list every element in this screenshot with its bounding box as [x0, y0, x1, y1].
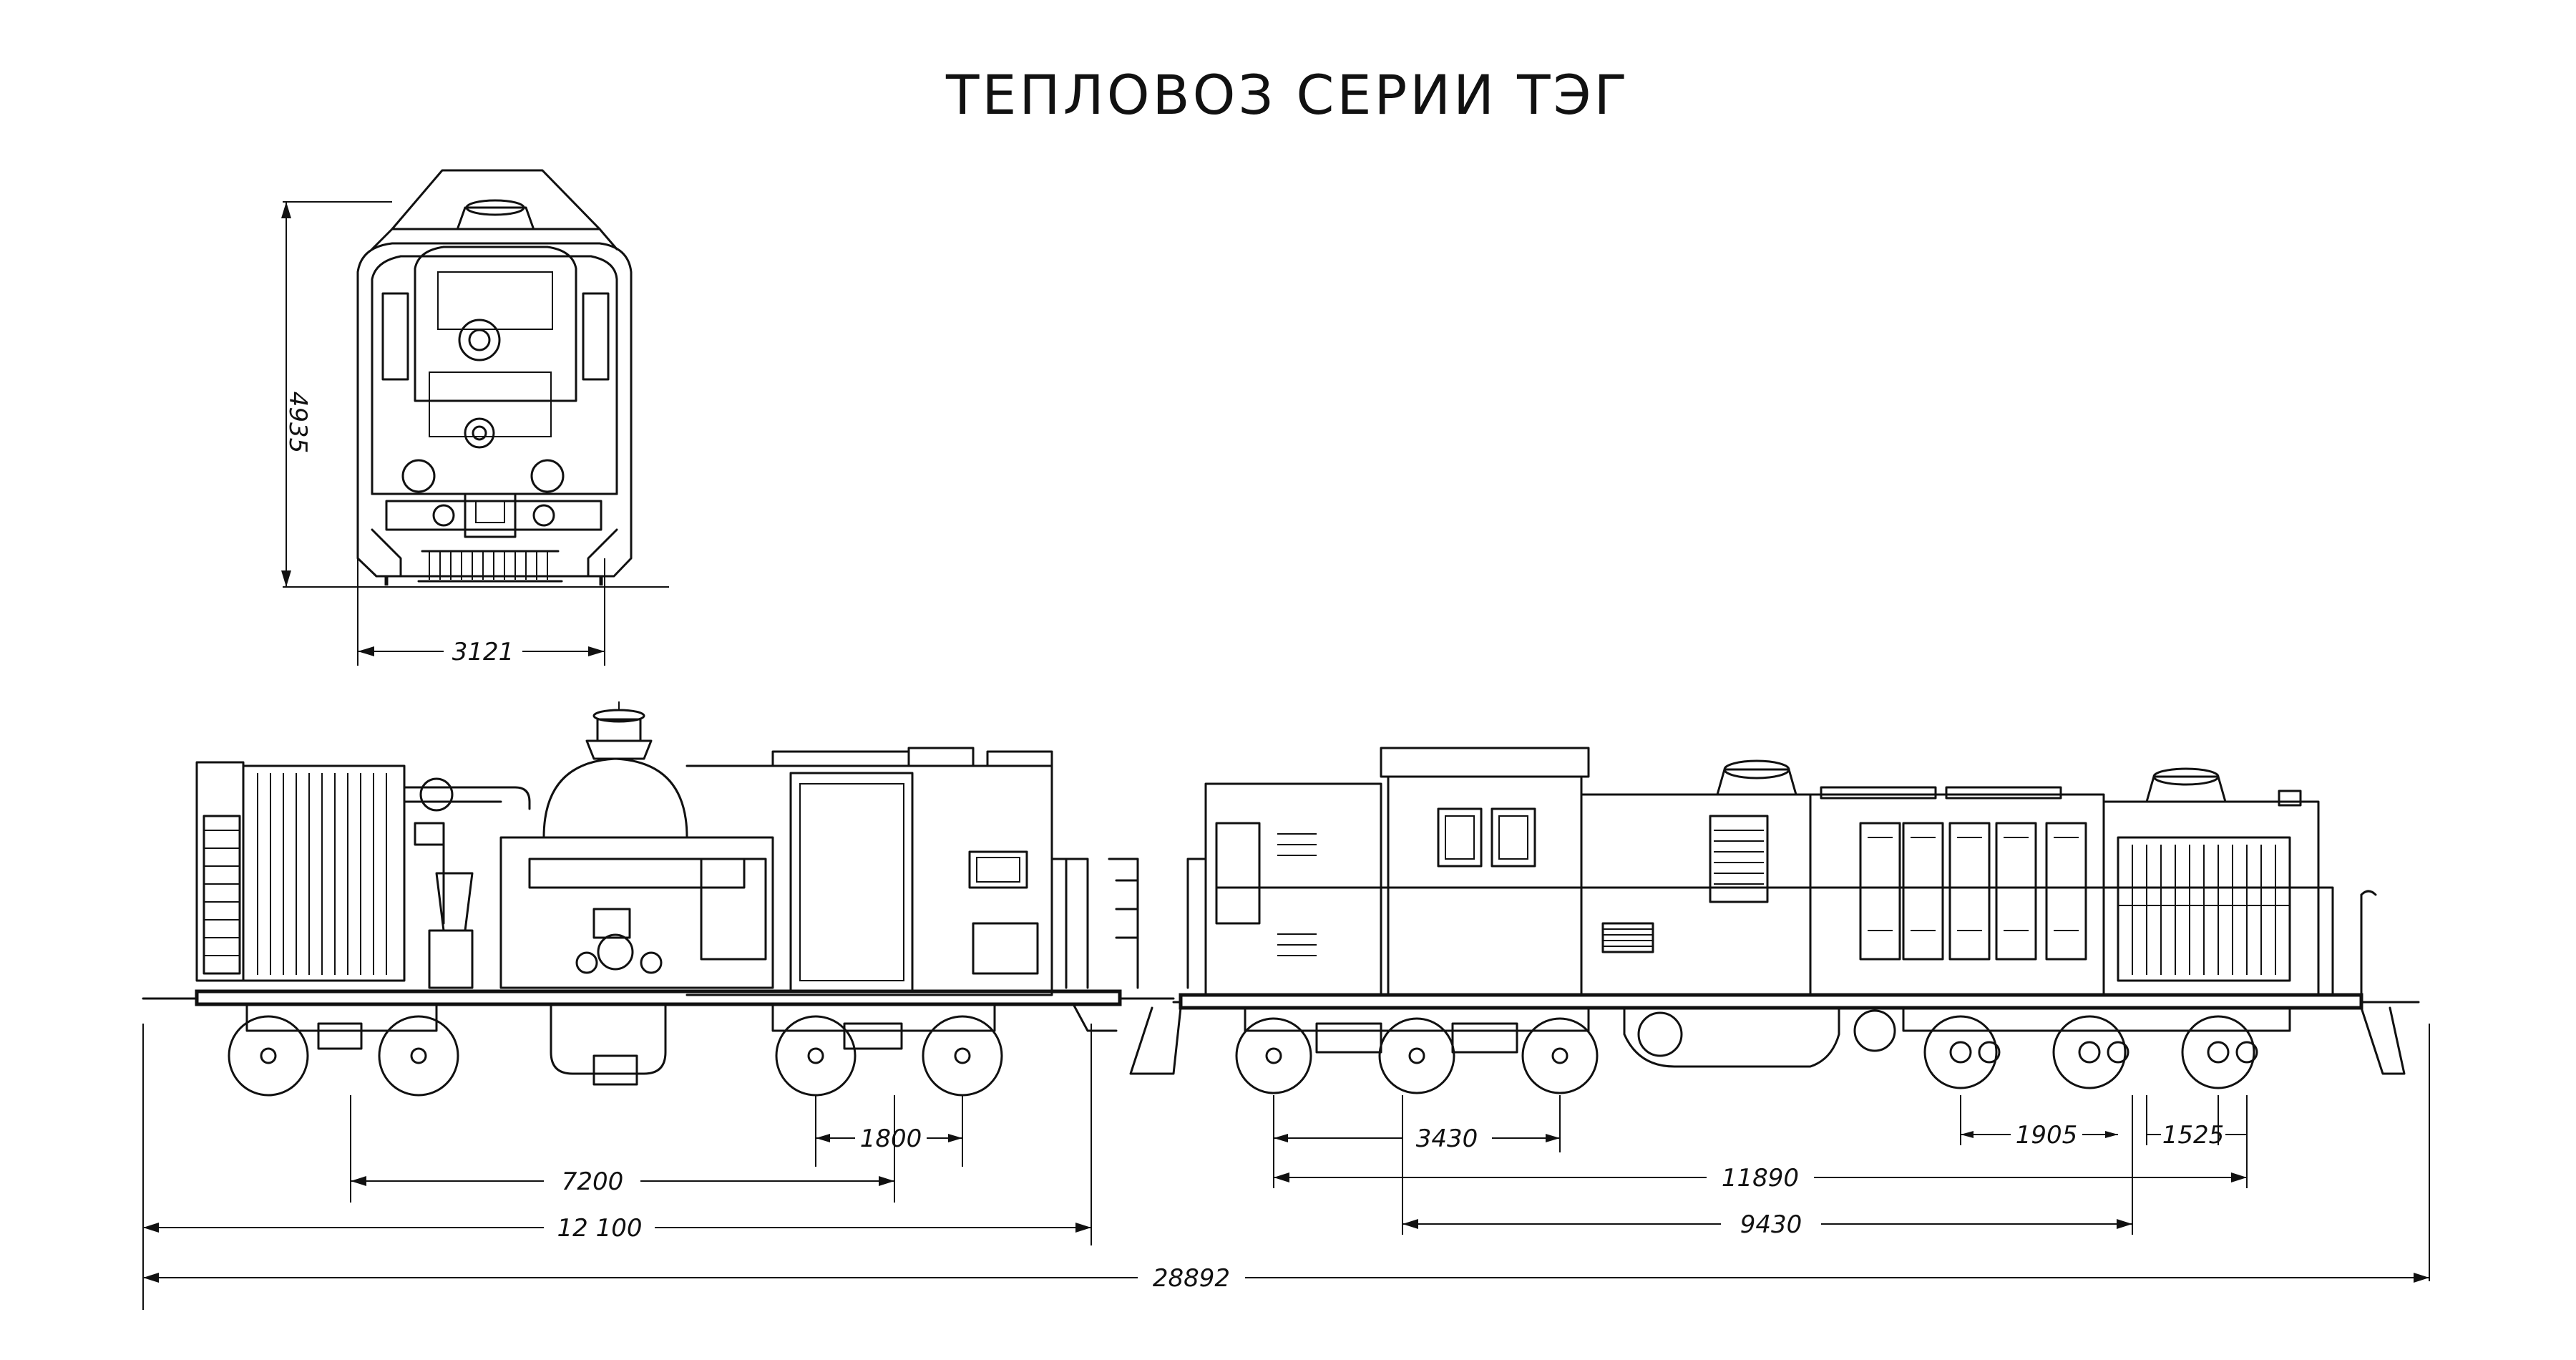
dim-7200-label: 7200 — [562, 1167, 624, 1196]
dim-3430-label: 3430 — [1416, 1125, 1478, 1153]
dim-1525-label: 1525 — [2162, 1121, 2225, 1150]
dim-28892-label: 28892 — [1153, 1264, 1230, 1293]
main-dimensions — [142, 1024, 2430, 1310]
dim-11890-label: 11890 — [1722, 1164, 1799, 1193]
front-dimensions — [281, 201, 669, 666]
dim-12100-label: 12 100 — [557, 1214, 643, 1243]
dim-1905-label: 1905 — [2016, 1121, 2078, 1150]
dim-9430-label: 9430 — [1740, 1210, 1802, 1239]
tender-unit — [142, 701, 1175, 1097]
height-dimension-label: 4935 — [283, 392, 312, 454]
dim-1800-label: 1800 — [860, 1125, 922, 1153]
drawing-title: ТЕПЛОВОЗ СЕРИИ ТЭГ — [945, 63, 1631, 127]
width-dimension-label: 3121 — [452, 638, 514, 666]
front-view — [356, 169, 633, 586]
locomotive-unit — [1129, 747, 2420, 1094]
